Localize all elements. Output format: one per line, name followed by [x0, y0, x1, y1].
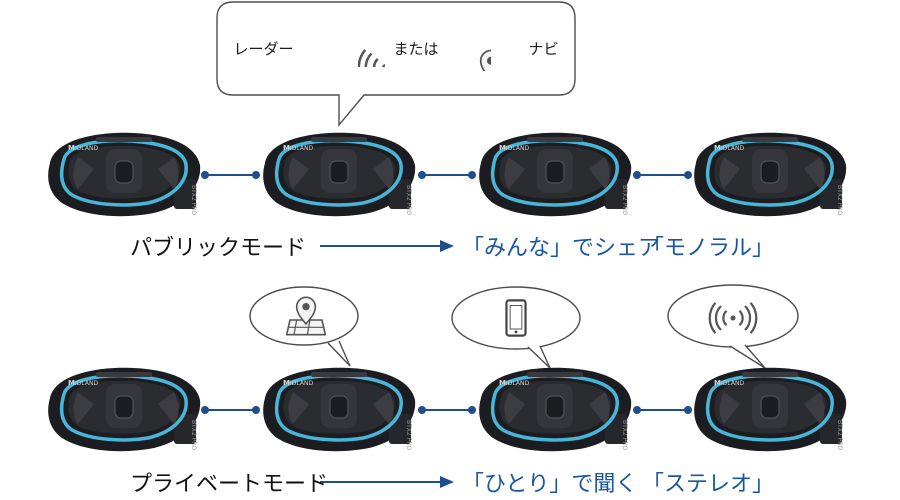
callout-text-radar: レーダー [233, 40, 294, 58]
intercom-device-public-1 [46, 131, 202, 218]
public-mode-result-mono: 「モノラル」 [642, 236, 775, 261]
callout-text-or: または [393, 40, 439, 58]
navigation-map-icon [447, 27, 491, 71]
intercom-device-public-3 [477, 131, 633, 218]
private-mode-result-listen: 「ひとり」で聞く [462, 472, 638, 497]
callout-text-navi: ナビ [528, 40, 559, 58]
intercom-device-public-2 [261, 131, 417, 218]
intercom-device-public-4 [692, 131, 848, 218]
private-callouts [249, 284, 799, 369]
public-link-lines [201, 171, 692, 179]
private-mode-label: プライベートモード [130, 472, 329, 497]
public-callout-content: レーダー または ナビ [217, 2, 575, 95]
public-mode-label: パブリックモード [130, 236, 307, 261]
public-callout-bubble [216, 1, 576, 127]
radar-signal-icon [331, 31, 385, 67]
private-mode-arrow [320, 476, 454, 488]
public-mode-result-share: 「みんな」でシェア [462, 236, 661, 261]
intercom-device-private-1 [46, 366, 202, 453]
intercom-device-private-3 [477, 366, 633, 453]
public-mode-arrow [320, 240, 454, 252]
private-link-lines [201, 406, 692, 414]
intercom-device-private-4 [692, 366, 848, 453]
smartphone-icon [505, 299, 527, 337]
private-mode-result-stereo: 「ステレオ」 [642, 472, 775, 497]
intercom-device-private-2 [261, 366, 417, 453]
